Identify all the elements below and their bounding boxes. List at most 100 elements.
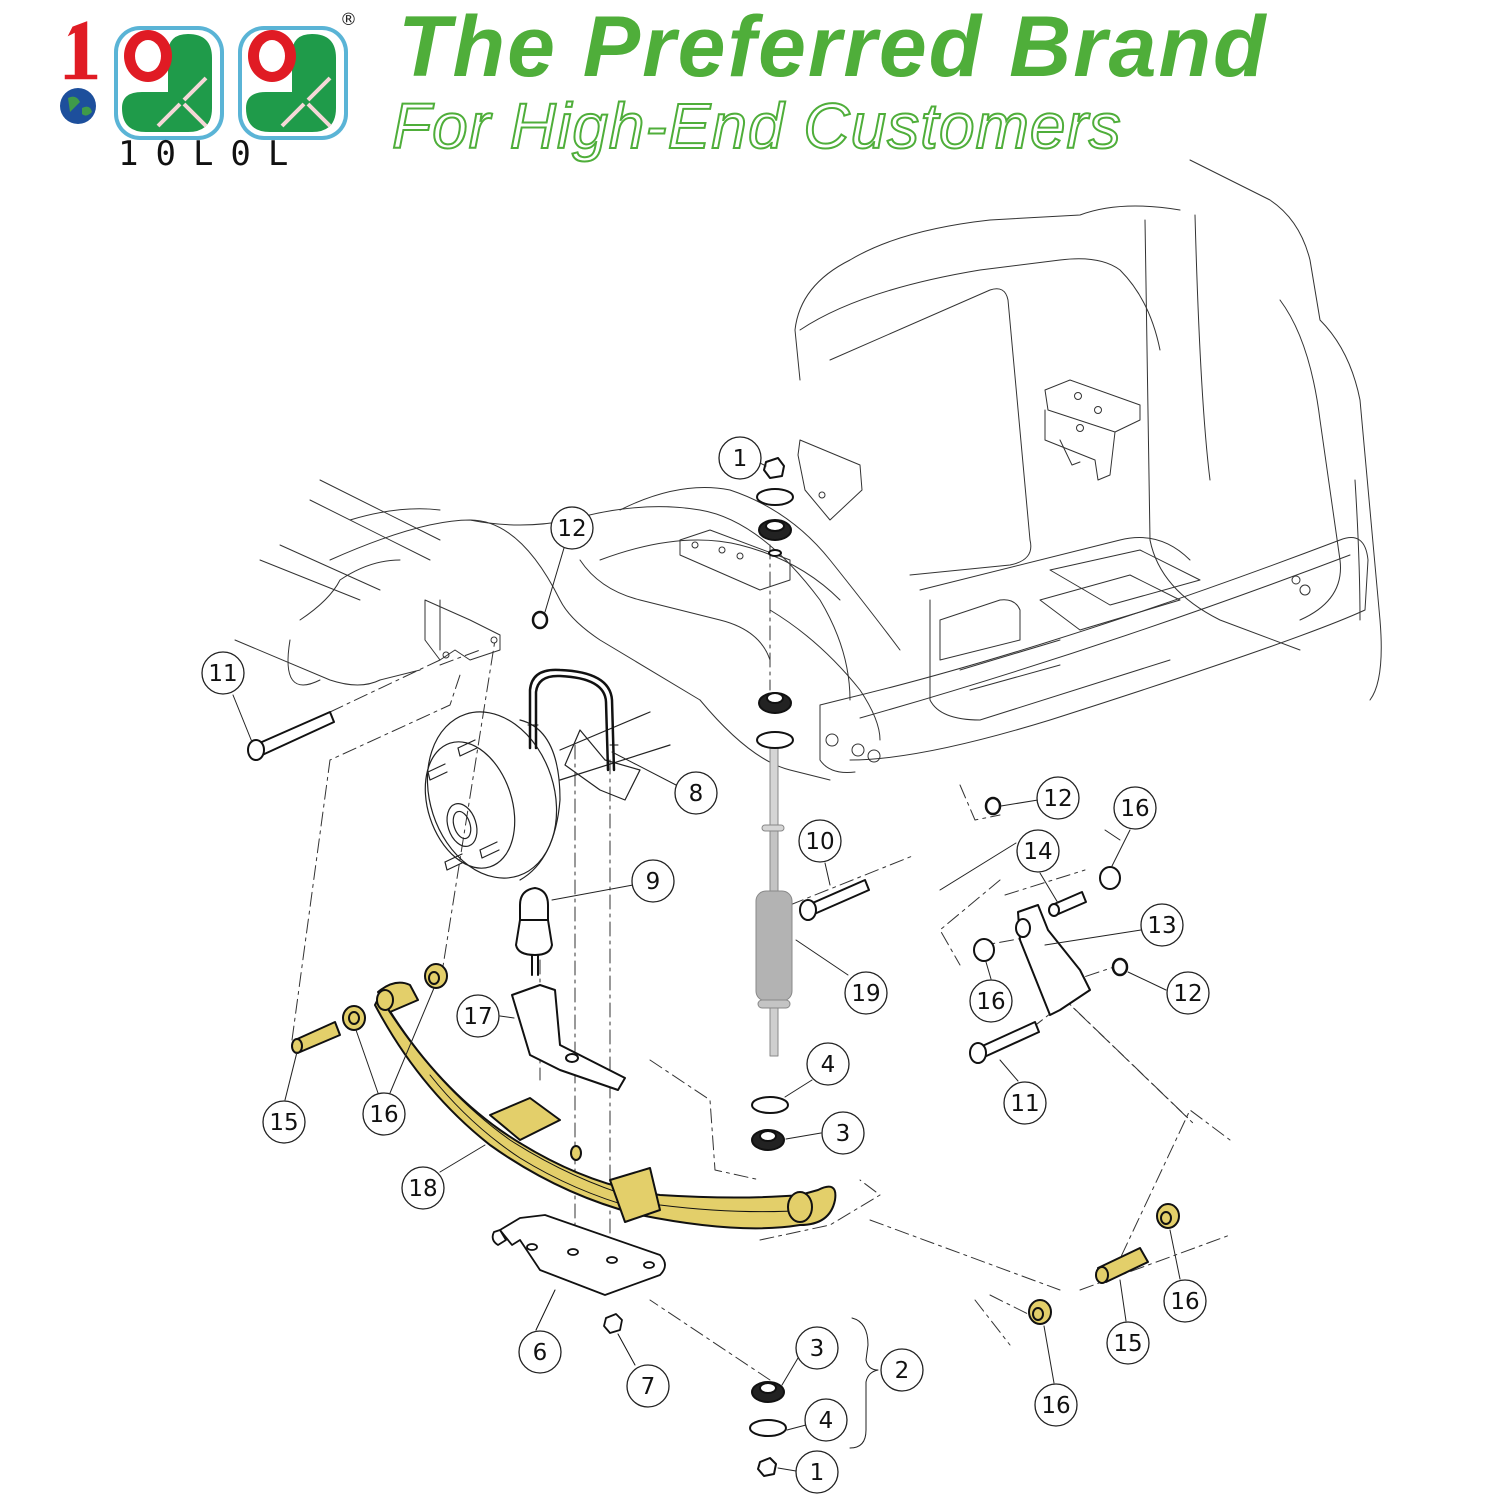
callout-number: 1 — [810, 1460, 825, 1486]
callout-15: 15 — [262, 1100, 306, 1144]
callout-circle — [550, 506, 594, 550]
u-bolt — [527, 668, 619, 772]
callout-11: 11 — [201, 651, 245, 695]
callout-12: 12 — [1036, 776, 1080, 820]
yellow-bushings — [291, 963, 1180, 1325]
callout-number: 14 — [1023, 839, 1052, 865]
callout-circle — [880, 1348, 924, 1392]
callout-4: 4 — [804, 1398, 848, 1442]
shackle — [973, 866, 1121, 1016]
locknuts — [531, 610, 1129, 977]
axle-plate — [491, 1214, 666, 1366]
logo-mark-icon — [60, 18, 348, 140]
callout-circle — [1163, 1279, 1207, 1323]
callout-number: 11 — [1010, 1091, 1039, 1117]
callout-4: 4 — [806, 1042, 850, 1086]
callout-number: 4 — [821, 1052, 836, 1078]
callout-circle — [626, 1364, 670, 1408]
callout-circle — [795, 1450, 839, 1494]
callout-number: 7 — [641, 1374, 656, 1400]
callout-1: 1 — [718, 436, 762, 480]
callout-number: 16 — [976, 989, 1005, 1015]
callout-circle — [456, 994, 500, 1038]
callout-number: 2 — [895, 1358, 910, 1384]
leader-lines — [232, 461, 1181, 1472]
subline: For High-End Customers — [391, 90, 1122, 162]
callout-circle — [1140, 903, 1184, 947]
callout-1: 1 — [795, 1450, 839, 1494]
callout-circle — [1166, 971, 1210, 1015]
spring-bracket — [511, 984, 626, 1091]
callout-number: 15 — [269, 1110, 298, 1136]
callout-number: 12 — [1043, 786, 1072, 812]
logo-wordmark: 10L0L — [118, 134, 306, 174]
callout-16: 16 — [1034, 1383, 1078, 1427]
callout-number: 10 — [805, 829, 834, 855]
callout-number: 17 — [463, 1004, 492, 1030]
callout-number: 4 — [819, 1408, 834, 1434]
callout-circle — [718, 436, 762, 480]
callout-13: 13 — [1140, 903, 1184, 947]
callout-circle — [806, 1042, 850, 1086]
callout-19: 19 — [844, 971, 888, 1015]
callout-18: 18 — [401, 1166, 445, 1210]
callout-number: 1 — [733, 446, 748, 472]
brand-logo — [50, 8, 370, 178]
callout-circle — [518, 1330, 562, 1374]
callout-circle — [201, 651, 245, 695]
callout-number: 15 — [1113, 1331, 1142, 1357]
callout-11: 11 — [1003, 1081, 1047, 1125]
callout-number: 19 — [851, 981, 880, 1007]
callout-6: 6 — [518, 1330, 562, 1374]
cart-body-outline — [234, 159, 1382, 781]
callout-number: 16 — [1170, 1289, 1199, 1315]
callout-circle — [262, 1100, 306, 1144]
callout-number: 3 — [810, 1336, 825, 1362]
callout-10: 10 — [798, 819, 842, 863]
callout-circle — [1034, 1383, 1078, 1427]
headline: The Preferred Brand — [398, 0, 1268, 95]
callout-circle — [362, 1092, 406, 1136]
callout-16: 16 — [1113, 786, 1157, 830]
bump-stop — [515, 887, 553, 976]
callout-number: 8 — [689, 781, 704, 807]
callout-16: 16 — [1163, 1279, 1207, 1323]
lower-mount-stack — [749, 1096, 789, 1477]
callout-circle — [1036, 776, 1080, 820]
callout-number: 12 — [1173, 981, 1202, 1007]
callout-circle — [844, 971, 888, 1015]
callout-circle — [401, 1166, 445, 1210]
callout-number: 11 — [208, 661, 237, 687]
callout-circle — [1003, 1081, 1047, 1125]
callout-9: 9 — [631, 859, 675, 903]
callout-16: 16 — [362, 1092, 406, 1136]
callout-circle — [804, 1398, 848, 1442]
upper-mount-stack — [756, 457, 794, 749]
callout-circle — [1113, 786, 1157, 830]
bolts — [247, 711, 1040, 1064]
callout-circle — [795, 1326, 839, 1370]
shock-absorber — [755, 739, 793, 1057]
callout-number: 3 — [836, 1121, 851, 1147]
callout-17: 17 — [456, 994, 500, 1038]
registered-mark: ® — [340, 10, 357, 30]
callout-circle — [631, 859, 675, 903]
callout-12: 12 — [550, 506, 594, 550]
callout-number: 13 — [1147, 913, 1176, 939]
callout-16: 16 — [969, 979, 1013, 1023]
callout-circle — [821, 1111, 865, 1155]
callout-number: 16 — [1041, 1393, 1070, 1419]
callout-3: 3 — [821, 1111, 865, 1155]
leaf-spring — [374, 981, 837, 1230]
callout-12: 12 — [1166, 971, 1210, 1015]
callout-circle — [674, 771, 718, 815]
callout-number: 16 — [369, 1102, 398, 1128]
callout-circle — [1106, 1321, 1150, 1365]
callout-circle — [969, 979, 1013, 1023]
callout-8: 8 — [674, 771, 718, 815]
callout-15: 15 — [1106, 1321, 1150, 1365]
callout-2: 2 — [880, 1348, 924, 1392]
